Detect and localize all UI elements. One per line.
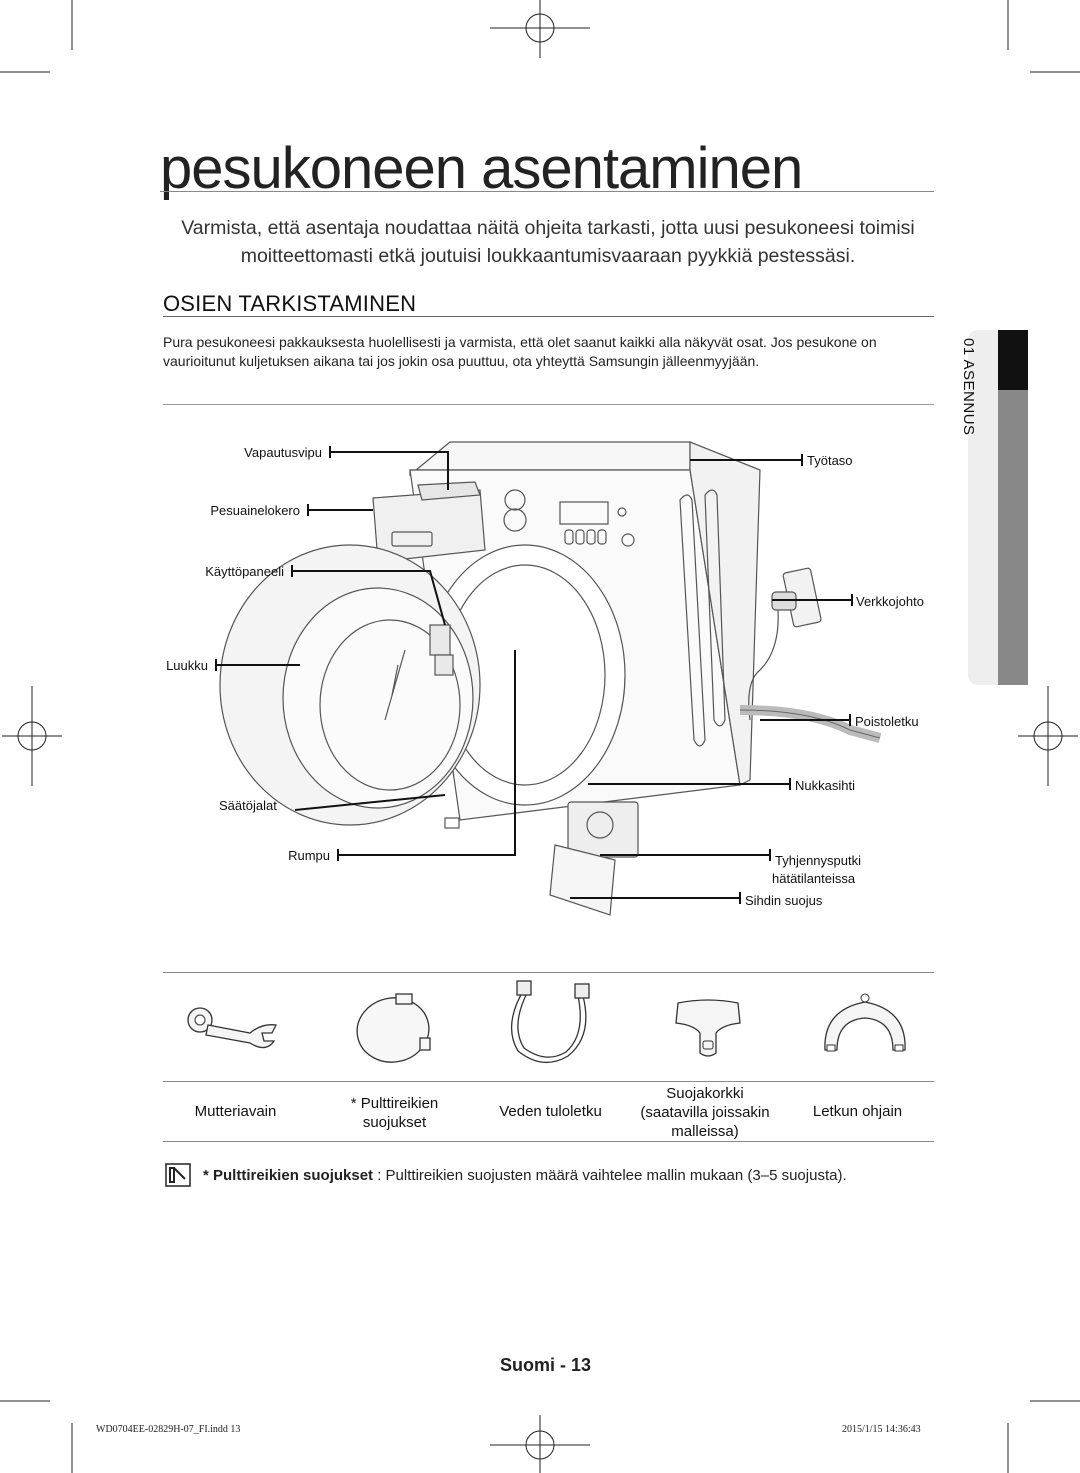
section-title: OSIEN TARKISTAMINEN [163,291,417,316]
label-worktop: Työtaso [807,453,853,468]
section-body: Pura pesukoneesi pakkauksesta huolellise… [163,334,877,369]
label-emergency-drain-1: Tyhjennysputki [775,853,861,868]
part-label-line: malleissa) [671,1123,739,1140]
label-debris-filter: Nukkasihti [795,778,855,793]
spanner-icon [187,1007,277,1049]
page-number: Suomi - 13 [500,1355,592,1375]
water-supply-hose-icon [510,980,590,1063]
chapter-tab-label: 01 ASENNUS [960,338,977,436]
chapter-tab-bar [998,390,1028,685]
part-label-spanner: Mutteriavain [163,1102,308,1121]
label-control-panel: Käyttöpaneeli [205,564,284,579]
print-date-info: 2015/1/15 14:36:43 [842,1424,921,1435]
label-drain-hose: Poistoletku [855,714,919,729]
parts-mid-rule [163,1081,934,1082]
title-divider [160,191,934,192]
part-label-protective-cap: Suojakorkki (saatavilla joissakin mallei… [625,1084,785,1141]
label-drum: Rumpu [288,848,330,863]
washing-machine-diagram [215,441,882,916]
label-door: Luukku [166,658,208,673]
part-label-line: Suojakorkki [666,1085,744,1102]
label-release-lever: Vapautusvipu [244,445,322,460]
part-label-line: Mutteriavain [194,1103,277,1120]
label-leveling-feet: Säätöjalat [219,798,277,813]
note-text: : Pulttireikien suojusten määrä vaihtele… [373,1167,847,1184]
label-detergent-drawer: Pesuainelokero [210,503,300,518]
bolt-hole-cap-icon [356,993,431,1063]
label-emergency-drain-2: hätätilanteissa [772,871,856,886]
part-label-line: Letkun ohjain [812,1103,903,1120]
part-label-hose-guide: Letkun ohjain [785,1102,930,1121]
part-label-water-hose: Veden tuloletku [478,1102,623,1121]
part-label-line: Veden tuloletku [499,1103,602,1120]
note-icon [165,1163,191,1187]
section-divider [163,316,934,317]
protective-cap-icon [675,999,741,1057]
part-label-line: (saatavilla joissakin [640,1104,770,1121]
page-title: pesukoneen asentaminen [160,136,803,201]
chapter-tab-marker [998,330,1028,390]
parts-top-rule [163,972,934,973]
hose-guide-icon [824,993,906,1052]
note-bold: * Pulttireikien suojukset [203,1167,374,1184]
parts-bottom-rule [163,1141,934,1142]
print-file-info: WD0704EE-02829H-07_FI.indd 13 [96,1424,241,1435]
parts-note: * Pulttireikien suojukset : Pulttireikie… [203,1167,847,1184]
part-label-bolt-hole-caps: * Pulttireikien suojukset [322,1094,467,1132]
label-filter-cover: Sihdin suojus [745,893,823,908]
intro-text: Varmista, että asentaja noudattaa näitä … [181,217,915,267]
diagram-divider [163,404,934,405]
label-power-cord: Verkkojohto [856,594,924,609]
part-label-line: suojukset [362,1114,427,1131]
part-label-line: * Pulttireikien [350,1095,439,1112]
